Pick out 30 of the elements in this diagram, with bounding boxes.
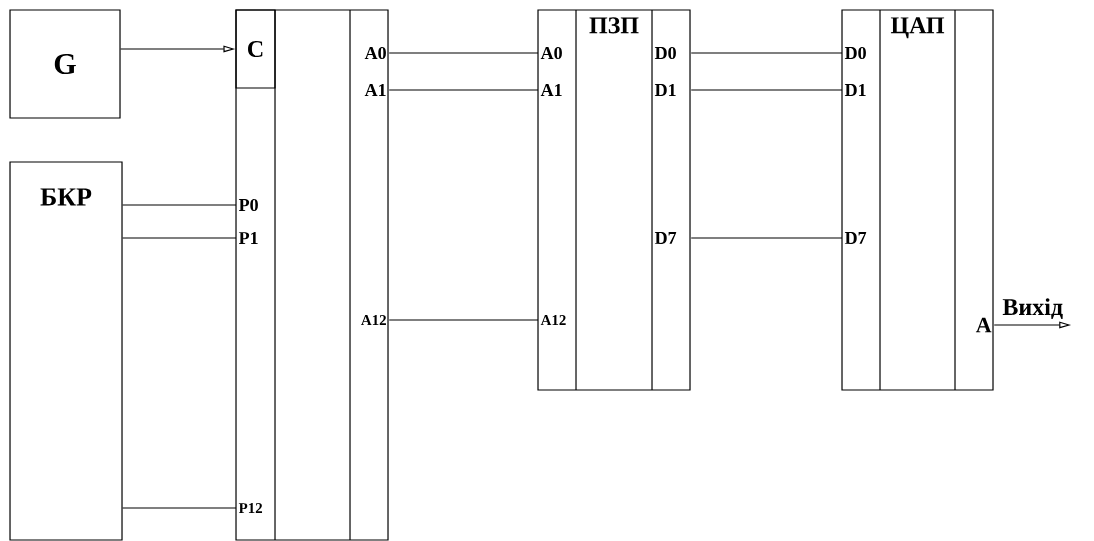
device-box: БКР	[9, 161, 123, 541]
signal-line	[388, 319, 539, 321]
pin-label: A0	[364, 46, 386, 60]
pin-label: D1	[844, 84, 866, 96]
edge-label: Вихід	[1001, 296, 1065, 321]
pin-label: D7	[844, 232, 867, 244]
pin-label: P1	[238, 232, 258, 244]
signal-line	[122, 507, 237, 509]
pin-label: D0	[844, 46, 866, 60]
signal-line	[388, 52, 539, 54]
signal-line	[122, 237, 237, 239]
chip-box	[235, 9, 389, 541]
signal-line	[690, 89, 843, 91]
pin-label: D1	[654, 84, 676, 96]
pin-cell: C	[235, 9, 276, 89]
signal-line	[388, 89, 539, 91]
signal-line	[690, 52, 843, 54]
pin-label: A0	[540, 46, 562, 60]
signal-line	[122, 204, 237, 206]
generator-box: G	[9, 9, 121, 119]
pin-label: P12	[238, 503, 262, 513]
pin-label: A12	[361, 315, 386, 325]
pin-label: A1	[540, 84, 562, 96]
pin-label: P0	[238, 198, 258, 212]
pin-label: D0	[654, 46, 676, 60]
signal-line	[690, 237, 843, 239]
pin-label: A	[975, 317, 992, 333]
pin-label: A1	[364, 84, 386, 96]
pin-label: A12	[540, 315, 566, 325]
pin-label: D7	[654, 232, 677, 244]
